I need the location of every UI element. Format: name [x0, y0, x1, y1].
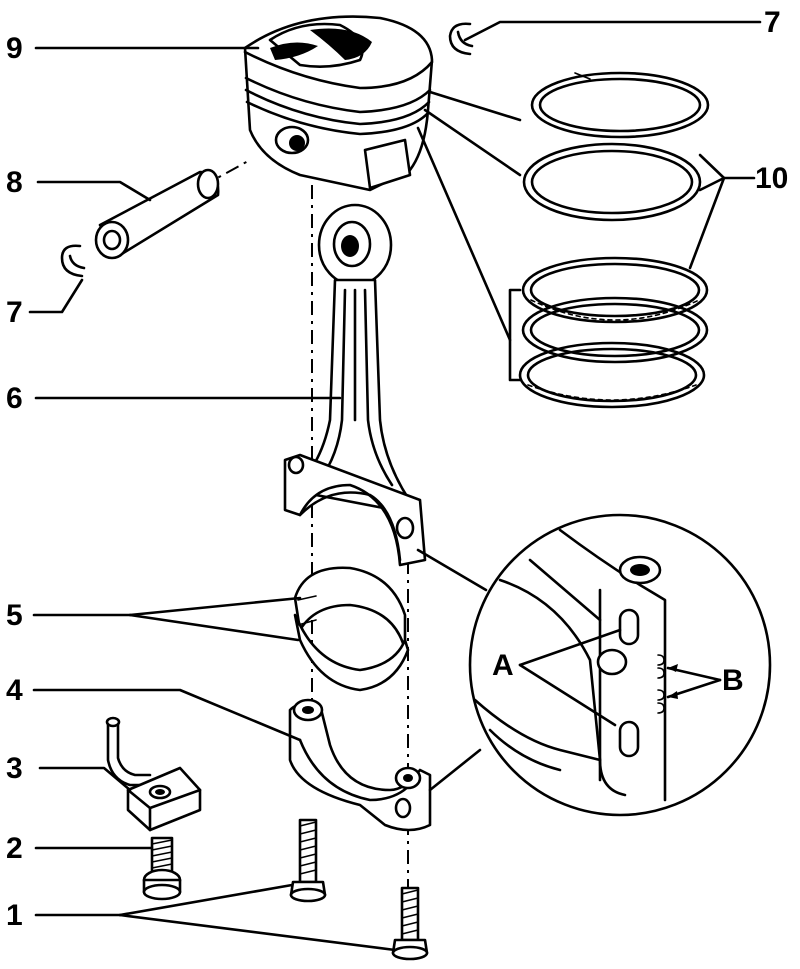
label-B: B	[722, 664, 744, 697]
piston-pin-circlip-top	[448, 22, 474, 56]
label-6: 6	[6, 382, 23, 415]
label-1: 1	[6, 899, 23, 932]
label-7-top: 7	[764, 6, 781, 39]
label-10: 10	[755, 162, 788, 195]
nozzle-mounting-bolt	[142, 836, 182, 901]
piston	[243, 15, 434, 192]
label-8: 8	[6, 166, 23, 199]
assembly-centerlines	[149, 159, 409, 900]
label-4: 4	[6, 674, 23, 707]
label-7-bottom: 7	[6, 296, 23, 329]
label-A: A	[492, 649, 514, 682]
label-9: 9	[6, 32, 23, 65]
leader-lines	[28, 20, 762, 952]
connecting-rod-bearing-shells	[293, 566, 410, 692]
connecting-rod	[283, 203, 427, 567]
oil-spray-nozzle	[105, 716, 202, 832]
rod-cap-bolt-right	[391, 886, 429, 961]
callout-labels: 9 7 8 10 7 6 5 4 3 2 1 A B	[6, 6, 788, 932]
rod-cap-bolt-left	[289, 818, 327, 903]
piston-rings	[508, 71, 710, 409]
piston-pin-circlip-bottom	[60, 244, 86, 278]
connecting-rod-cap	[288, 698, 432, 832]
label-3: 3	[6, 752, 23, 785]
piston-pin	[94, 168, 220, 260]
label-5: 5	[6, 599, 23, 632]
detail-magnifier-view	[416, 513, 772, 817]
label-2: 2	[6, 832, 23, 865]
